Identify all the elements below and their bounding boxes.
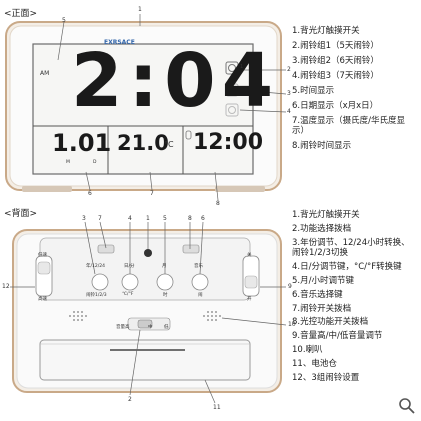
callout-number: 3	[82, 215, 86, 222]
switch-label: 关	[247, 253, 252, 258]
volume-label: 音量高	[116, 325, 130, 330]
callout-number: 7	[98, 215, 102, 222]
thermometer-icon	[185, 130, 192, 140]
alarm-bell-icon	[225, 103, 239, 117]
legend-item: 7.闹铃开关拨档	[292, 303, 352, 314]
callout-number: 8	[216, 200, 220, 207]
legend-item: 2.功能选择拨档	[292, 223, 352, 234]
callout-number: 5	[163, 215, 167, 222]
legend-item: 3.年份调节、12/24小时转换、闹铃1/2/3切换	[292, 237, 410, 259]
legend-item: 11、电池仓	[292, 358, 337, 369]
date-day-label: D	[93, 160, 97, 165]
knob-sublabel: ℃/°F	[122, 292, 134, 297]
legend-item: 4.日/分调节键，°C/°F转换键	[292, 262, 402, 273]
switch-label: 高速	[38, 297, 47, 302]
legend-item: 8.闹铃时间显示	[292, 141, 352, 152]
knob-label: 音乐	[194, 264, 203, 269]
legend-item: 6.音乐选择键	[292, 289, 343, 300]
switch-label: 低速	[38, 253, 47, 258]
alarm-bell-icon	[225, 61, 239, 75]
date-month-label: M	[66, 160, 70, 165]
knob-sublabel: 闹铃1/2/3	[86, 293, 107, 298]
legend-item: 5.月/小时调节键	[292, 275, 354, 286]
callout-number: 11	[213, 404, 221, 411]
temperature-unit: °C	[164, 140, 174, 149]
alarm-time-display: 12:00	[193, 130, 264, 155]
knob-label: 日/分	[124, 264, 135, 269]
legend-item: 5.时间显示	[292, 85, 335, 96]
knob-sublabel: 闹	[198, 293, 203, 298]
speaker-icon	[69, 311, 87, 321]
callout-number: 3	[287, 90, 291, 97]
back-legend: 1.背光灯触摸开关 2.功能选择拨档 3.年份调节、12/24小时转换、闹铃1/…	[292, 210, 417, 386]
knob-sublabel: 时	[163, 293, 168, 298]
legend-item: 8.光控功能开关拨档	[292, 317, 369, 328]
callout-number: 2	[128, 396, 132, 403]
back-clock	[12, 229, 282, 393]
legend-item: 10.喇叭	[292, 344, 323, 355]
callout-number: 12	[2, 283, 10, 290]
front-section-title: <正面>	[4, 9, 38, 19]
legend-item: 7.温度显示（摄氏度/华氏度显示）	[292, 115, 405, 137]
callout-number: 9	[288, 283, 292, 290]
callout-number: 1	[138, 6, 142, 13]
brand-logo: EXRSACE	[104, 39, 135, 46]
front-clock	[5, 21, 282, 192]
legend-item: 6.日期显示（x月x日）	[292, 100, 379, 111]
callout-number: 4	[287, 108, 291, 115]
callout-number: 1	[146, 215, 150, 222]
knob-label: 年/12/24	[86, 264, 105, 269]
volume-label: 低	[164, 325, 169, 330]
callout-number: 5	[62, 17, 66, 24]
callout-number: 8	[188, 215, 192, 222]
back-section-title: <背面>	[4, 209, 38, 219]
knob-label: 月	[162, 264, 167, 269]
volume-label: 中	[148, 325, 153, 330]
legend-item: 4.闹铃组3（7天闹铃）	[292, 70, 379, 81]
legend-item: 1.背光灯触摸开关	[292, 210, 360, 220]
am-indicator: AM	[40, 70, 50, 77]
back-callout-lines	[10, 221, 287, 404]
callout-number: 7	[150, 190, 154, 197]
front-callout-lines	[57, 14, 287, 201]
temperature-display: 21.0	[117, 131, 169, 155]
speaker-icon	[203, 311, 221, 321]
alarm-group-number: 1	[240, 64, 244, 70]
callout-number: 4	[128, 215, 132, 222]
legend-item: 1.背光灯触摸开关	[292, 26, 360, 36]
callout-number: 6	[201, 215, 205, 222]
legend-item: 12、3组闹铃设置	[292, 372, 360, 383]
switch-label: 开	[247, 297, 252, 302]
callout-number: 2	[287, 66, 291, 73]
legend-item: 2.闹铃组1（5天闹铃）	[292, 40, 379, 51]
front-legend: 1.背光灯触摸开关 2.闹铃组1（5天闹铃） 3.闹铃组2（6天闹铃） 4.闹铃…	[292, 26, 417, 156]
time-display: 2:04	[71, 38, 280, 124]
legend-item: 9.音量高/中/低音量调节	[292, 331, 383, 342]
date-display: 1.01	[52, 129, 112, 157]
magnifier-icon[interactable]	[399, 398, 415, 414]
callout-number: 10	[288, 321, 296, 328]
alarm-bell-icon	[225, 83, 239, 97]
legend-item: 3.闹铃组2（6天闹铃）	[292, 55, 379, 66]
callout-number: 6	[88, 190, 92, 197]
